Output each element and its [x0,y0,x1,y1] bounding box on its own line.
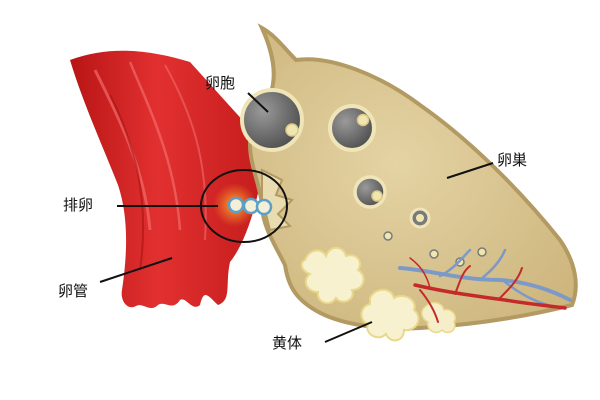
blood-vessels [398,248,572,323]
leader-line-oviduct [99,257,173,283]
leader-line-corpus-luteum [324,321,373,343]
follicle-small [353,175,387,209]
oviduct [70,50,265,308]
follicle-medium [328,104,376,152]
follicle-large [240,88,304,152]
label-follicle: 卵胞 [205,74,236,92]
label-ovary: 卵巣 [497,151,528,169]
label-ovulation: 排卵 [63,196,94,214]
ovulation-site [213,168,294,232]
follicle-tiny [409,207,431,229]
label-oviduct: 卵管 [58,282,89,300]
label-corpus-luteum: 黄体 [272,334,303,352]
corpus-luteum [300,246,456,342]
leader-line-follicle [247,92,269,113]
leader-line-ovary [446,162,494,179]
